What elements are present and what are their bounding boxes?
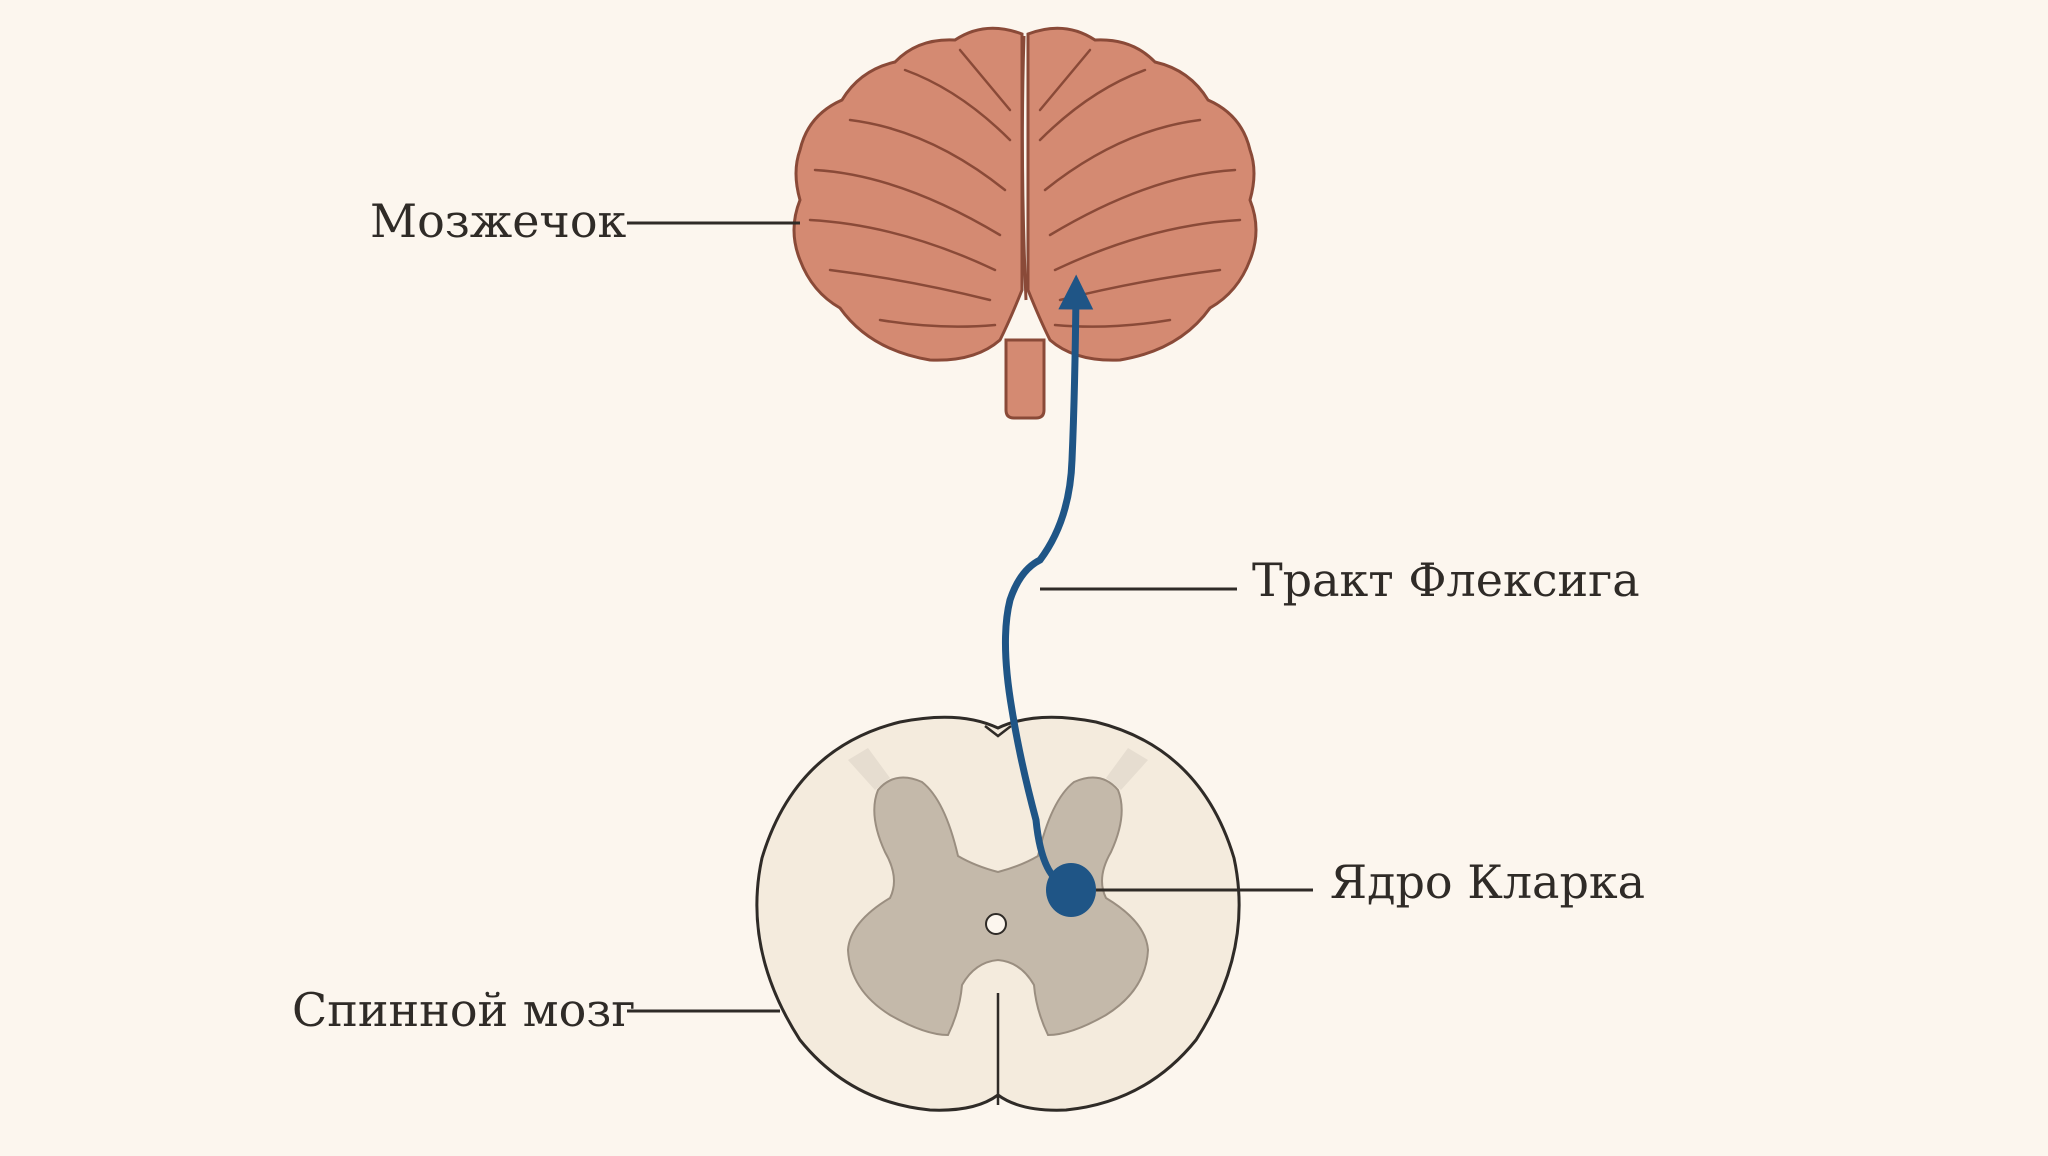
brainstem <box>1004 338 1046 420</box>
cerebellum-right-hemisphere <box>1026 26 1258 362</box>
label-flechsig-tract: Тракт Флексига <box>1252 553 1640 607</box>
label-clarke-nucleus: Ядро Кларка <box>1330 855 1646 909</box>
cerebellum-left-hemisphere <box>792 26 1024 362</box>
label-spinal-cord: Спинной мозг <box>292 983 636 1037</box>
flechsig-tract-path <box>1001 274 1094 890</box>
cerebellum-folia <box>808 48 1242 328</box>
central-canal <box>985 913 1007 935</box>
spinal-cord-section <box>755 715 1241 1112</box>
clarke-nucleus-dot <box>1046 863 1096 917</box>
spinal-cord-gray-matter <box>846 776 1150 1037</box>
cerebellum-illustration <box>792 26 1258 420</box>
label-cerebellum: Мозжечок <box>370 194 627 248</box>
